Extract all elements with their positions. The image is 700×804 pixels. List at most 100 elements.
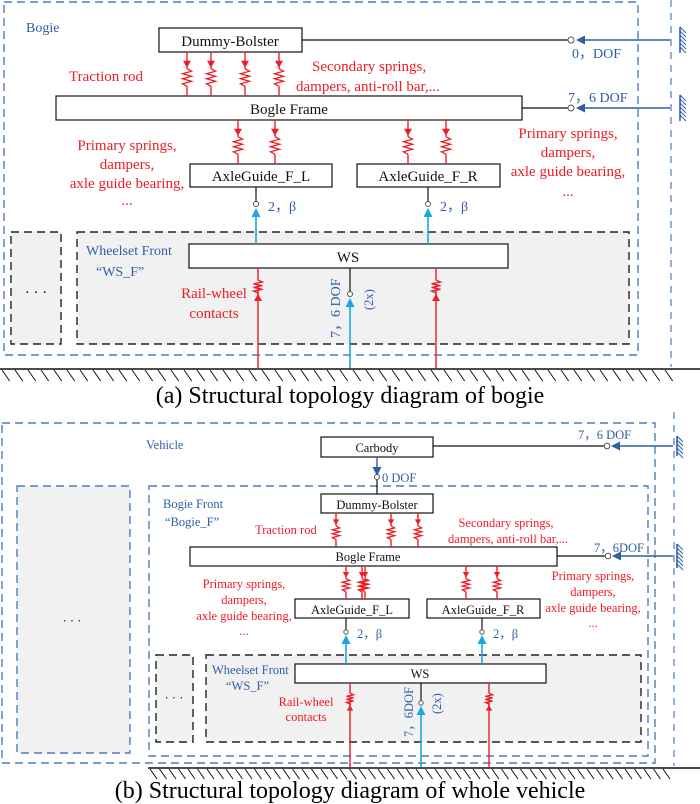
ground-hatch-stroke [599,369,609,382]
ground-hatch-stroke [653,768,661,780]
arrow-down-icon [332,519,340,525]
arrow-down-icon [207,60,215,68]
primary-left-label-3-b: axle guide bearing, [196,609,291,623]
frame-joint-node-b[interactable] [604,552,612,560]
ground-hatch-stroke [352,369,362,382]
caption-b: (b) Structural topology diagram of whole… [115,778,586,804]
ground-hatch-stroke [444,768,452,780]
axleguide-right-body-b[interactable] [426,598,541,619]
bogie-frame-label: Bogle Frame [250,102,328,118]
ground-hatch-stroke [417,369,427,382]
ground-hatch-stroke [560,369,570,382]
ground-hatch-stroke [391,369,401,382]
axle-left-joint-node-b[interactable] [343,629,349,635]
dummy-bolster-label-b: Dummy-Bolster [336,498,418,512]
panel-a: Bogie · · · Wheelset Front “WS_F” Dummy-… [0,0,700,409]
ground-hatch-stroke [216,768,224,780]
axle-right-joint-node[interactable] [425,201,431,207]
wheelset-joint-dof-b: 7，6DOF [402,687,416,737]
arrow-down-icon [241,60,249,68]
primary-left-spring-2 [268,120,282,164]
secondary-spring-b-2 [384,513,398,547]
bolster-joint-dof: 0，DOF [572,47,621,62]
ground-hatch-stroke [159,768,167,780]
primary-right-spring-b-1 [459,566,473,599]
ground-wall-carbody [676,435,684,459]
axle-left-joint-dof: 2，β [268,200,296,215]
ground-hatch-stroke [187,768,196,780]
arrow-down-icon [183,60,191,68]
ground-hatch-stroke [495,369,505,382]
ground-hatch-stroke [311,768,319,780]
dummy-bolster-label: Dummy-Bolster [181,34,279,50]
ground-hatch-stroke [508,369,518,382]
other-bogie-ellipsis: · · · [63,614,82,628]
primary-left-label-4-b: ... [239,624,248,638]
ground-hatch-stroke [482,369,492,382]
secondary-spring-1 [180,52,194,96]
bolster-joint-node[interactable] [567,36,575,44]
ground-hatch-stroke [320,768,329,780]
ground-hatch-stroke [396,768,405,780]
carbody-joint-node[interactable] [603,442,611,450]
carbody-bolster-dof: 0 DOF [382,471,416,485]
ground-hatch-stroke [330,768,338,780]
other-wheelset-group-b [155,654,194,743]
carbody-bolster-node[interactable] [374,474,380,480]
primary-left-label-3: axle guide bearing, [70,176,185,192]
secondary-label-1-b: Secondary springs, [458,516,553,530]
wheelset-joint-node-b[interactable] [418,700,424,706]
primary-left-label-2: dampers, [100,157,155,173]
wheelset-joint-node[interactable] [347,291,353,297]
rail-wheel-label-2-b: contacts [286,710,327,724]
axleguide-left-label-b: AxleGuide_F_L [311,603,393,617]
primary-left-label-2-b: dampers, [221,593,266,607]
rail-wheel-label-1: Rail-wheel [181,286,247,302]
primary-left-spring-b-2 [358,566,372,599]
axleguide-right-label: AxleGuide_F_R [378,169,477,185]
ground-hatch-stroke [178,768,186,780]
ground-hatch-stroke [596,768,604,780]
primary-right-label-2: dampers, [541,145,596,161]
frame-joint-node[interactable] [567,104,575,112]
traction-rod-label: Traction rod [69,69,144,85]
dummy-bolster-body[interactable] [158,27,303,53]
frame-joint-dof-b: 7，6DOF [594,541,644,555]
arrow-down-icon [361,571,369,578]
ground-hatch-stroke [274,369,284,382]
ground-hatch-stroke [225,768,234,780]
ground-hatch-stroke [612,369,622,382]
axle-left-joint-node[interactable] [253,201,259,207]
bogie-group-label: Bogie [26,21,59,36]
wheelset-group-id-b: “WS_F” [226,679,269,693]
ground-hatch-stroke [547,369,557,382]
primary-right-spring-2 [439,120,453,164]
ground-hatch-stroke [326,369,336,382]
primary-left-label-1: Primary springs, [77,138,176,154]
axleguide-left-body[interactable] [189,163,333,188]
secondary-spring-3 [238,52,252,96]
primary-right-label-1-b: Primary springs, [552,569,635,583]
ground-hatch-stroke [425,768,433,780]
ground-hatch-stroke [534,369,544,382]
ground-hatch-stroke [197,768,205,780]
ground-hatch-stroke [261,369,271,382]
secondary-spring-2 [204,52,218,96]
wheelset-body[interactable] [188,243,509,269]
ground-hatch-stroke [365,369,375,382]
ground-hatch-stroke [196,369,206,382]
ground-hatch-stroke [40,369,50,382]
axle-left-joint-dof-b: 2，β [357,627,382,641]
ground-hatch-stroke [273,768,281,780]
primary-left-label-4: ... [121,193,132,209]
ground-hatch-stroke [244,768,253,780]
axleguide-left-body-b[interactable] [294,598,410,619]
bogie-frame-label-b: Bogle Frame [336,550,401,564]
ground-hatch-stroke [456,369,466,382]
ground-hatch-stroke [577,768,585,780]
axle-right-joint-node-b[interactable] [479,629,485,635]
ground-hatch-stroke [79,369,89,382]
ground-hatch-stroke [491,768,500,780]
other-wheelset-ellipsis: · · · [25,285,48,301]
